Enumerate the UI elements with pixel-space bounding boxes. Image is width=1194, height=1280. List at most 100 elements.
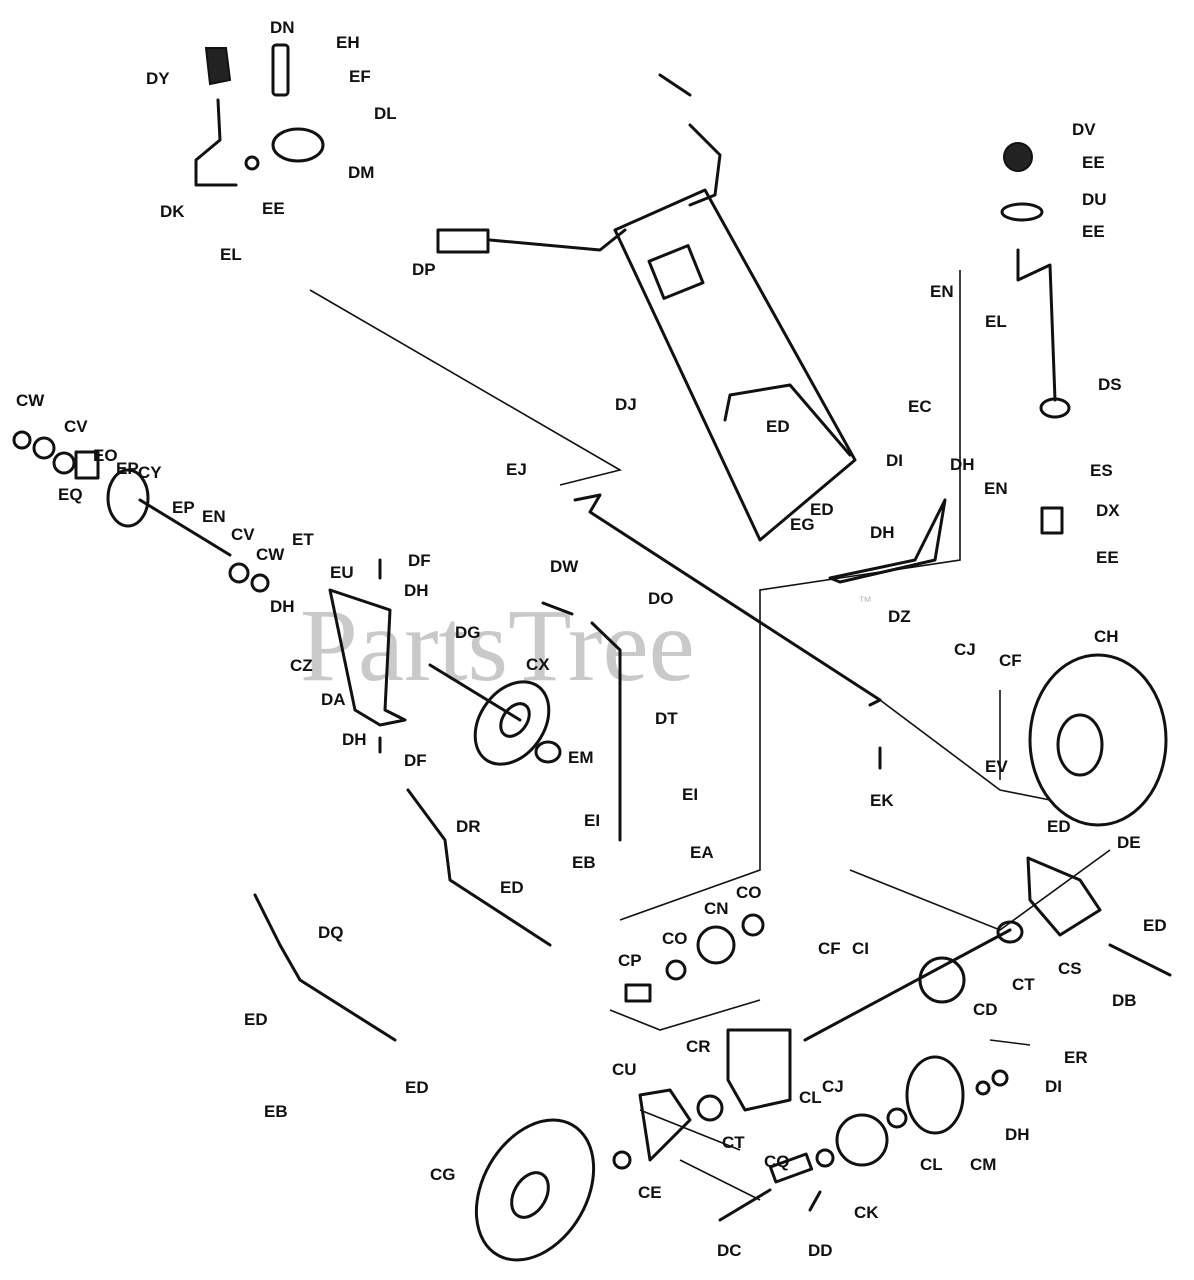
part-label-ed: ED xyxy=(405,1078,429,1097)
part-label-dh: DH xyxy=(404,581,429,600)
washer-ee xyxy=(244,155,260,171)
part-label-du: DU xyxy=(1082,190,1107,209)
part-label-dl: DL xyxy=(374,104,397,123)
part-label-cf: CF xyxy=(999,651,1022,670)
gear-cn xyxy=(696,925,736,965)
wheel-ch xyxy=(1028,653,1168,827)
rod-dt xyxy=(590,621,622,842)
part-label-cq: CQ xyxy=(764,1152,790,1171)
part-label-dn: DN xyxy=(270,18,295,37)
shaft-en xyxy=(138,498,232,557)
knob-dv xyxy=(1003,142,1033,172)
part-label-ed: ED xyxy=(766,417,790,436)
bolt-dd xyxy=(808,1190,822,1212)
knob-dy xyxy=(204,47,232,86)
part-label-cy: CY xyxy=(138,463,162,482)
washer-dh xyxy=(975,1080,991,1096)
part-label-do: DO xyxy=(648,589,674,608)
spring-dx xyxy=(1040,506,1064,535)
plate-cz xyxy=(328,588,407,727)
part-label-ed: ED xyxy=(1143,916,1167,935)
part-label-ef: EF xyxy=(349,67,371,86)
handle-bracket xyxy=(723,383,852,457)
part-label-cv: CV xyxy=(64,417,88,436)
part-label-de: DE xyxy=(1117,833,1141,852)
handle-bar-left xyxy=(488,228,627,252)
pin-dn xyxy=(271,43,290,97)
part-label-dh: DH xyxy=(270,597,295,616)
part-label-dk: DK xyxy=(160,202,185,221)
collar-ds xyxy=(1039,397,1071,419)
part-label-cz: CZ xyxy=(290,656,313,675)
washer-ce xyxy=(612,1150,632,1170)
part-label-ds: DS xyxy=(1098,375,1122,394)
part-label-cr: CR xyxy=(686,1037,711,1056)
part-label-dv: DV xyxy=(1072,120,1096,139)
rod-do xyxy=(573,493,882,707)
part-label-db: DB xyxy=(1112,991,1137,1010)
part-label-ed: ED xyxy=(1047,817,1071,836)
part-label-ej: EJ xyxy=(506,460,527,479)
part-label-ct: CT xyxy=(1012,975,1035,994)
collar-dm xyxy=(271,127,325,163)
part-label-ct: CT xyxy=(722,1133,745,1152)
pulley-cx-inner xyxy=(499,702,531,738)
part-label-eh: EH xyxy=(336,33,360,52)
part-label-cj: CJ xyxy=(822,1077,844,1096)
part-label-cl: CL xyxy=(799,1088,822,1107)
spacer-cq xyxy=(768,1152,814,1184)
grip-dp-left xyxy=(436,228,490,254)
watermark: PartsTree ™ xyxy=(300,588,872,703)
part-label-es: ES xyxy=(1090,461,1113,480)
part-label-cm: CM xyxy=(970,1155,996,1174)
sleeve-dw xyxy=(541,601,574,616)
bearing-cv xyxy=(32,436,56,460)
part-label-dc: DC xyxy=(717,1241,742,1260)
part-label-eg: EG xyxy=(790,515,815,534)
part-label-dh: DH xyxy=(1005,1125,1030,1144)
part-label-dr: DR xyxy=(456,817,481,836)
wheel-cg-hub xyxy=(510,1171,550,1219)
bushing-ct-2 xyxy=(696,1094,724,1122)
spring-eo xyxy=(74,450,100,480)
part-label-ci: CI xyxy=(852,939,869,958)
spring-db xyxy=(1108,943,1172,977)
wheel-cg xyxy=(474,1118,596,1262)
part-label-cj: CJ xyxy=(954,640,976,659)
part-label-cs: CS xyxy=(1058,959,1082,978)
part-label-dj: DJ xyxy=(615,395,637,414)
control-rod-ds xyxy=(1000,142,1071,535)
part-label-cx: CX xyxy=(526,655,550,674)
part-label-dh: DH xyxy=(342,730,367,749)
part-label-eo: EO xyxy=(93,446,118,465)
part-label-di: DI xyxy=(1045,1077,1062,1096)
bushing-ct xyxy=(996,920,1024,944)
part-label-cv: CV xyxy=(231,525,255,544)
bracket-cu xyxy=(638,1088,692,1162)
bushing-cl-2 xyxy=(886,1107,908,1129)
part-label-ee: EE xyxy=(262,199,285,218)
part-label-cn: CN xyxy=(704,899,729,918)
part-label-cl: CL xyxy=(920,1155,943,1174)
part-label-ep: EP xyxy=(172,498,195,517)
grip-dp-right xyxy=(658,73,692,97)
cap-du xyxy=(1000,202,1044,222)
part-label-df: DF xyxy=(404,751,427,770)
sprocket-cd xyxy=(918,956,966,1004)
handle-frame xyxy=(613,188,857,542)
part-label-dy: DY xyxy=(146,69,170,88)
leader-lines xyxy=(309,270,1111,1201)
part-label-eb: EB xyxy=(572,853,596,872)
gear-ck xyxy=(835,1113,889,1167)
part-label-en: EN xyxy=(930,282,954,301)
part-label-dz: DZ xyxy=(888,607,911,626)
part-label-el: EL xyxy=(985,312,1007,331)
gear-cm xyxy=(905,1055,965,1135)
part-label-ed: ED xyxy=(244,1010,268,1029)
part-label-dg: DG xyxy=(455,623,481,642)
part-label-dx: DX xyxy=(1096,501,1120,520)
bearing-cv-2 xyxy=(228,562,250,584)
part-label-co: CO xyxy=(736,883,762,902)
